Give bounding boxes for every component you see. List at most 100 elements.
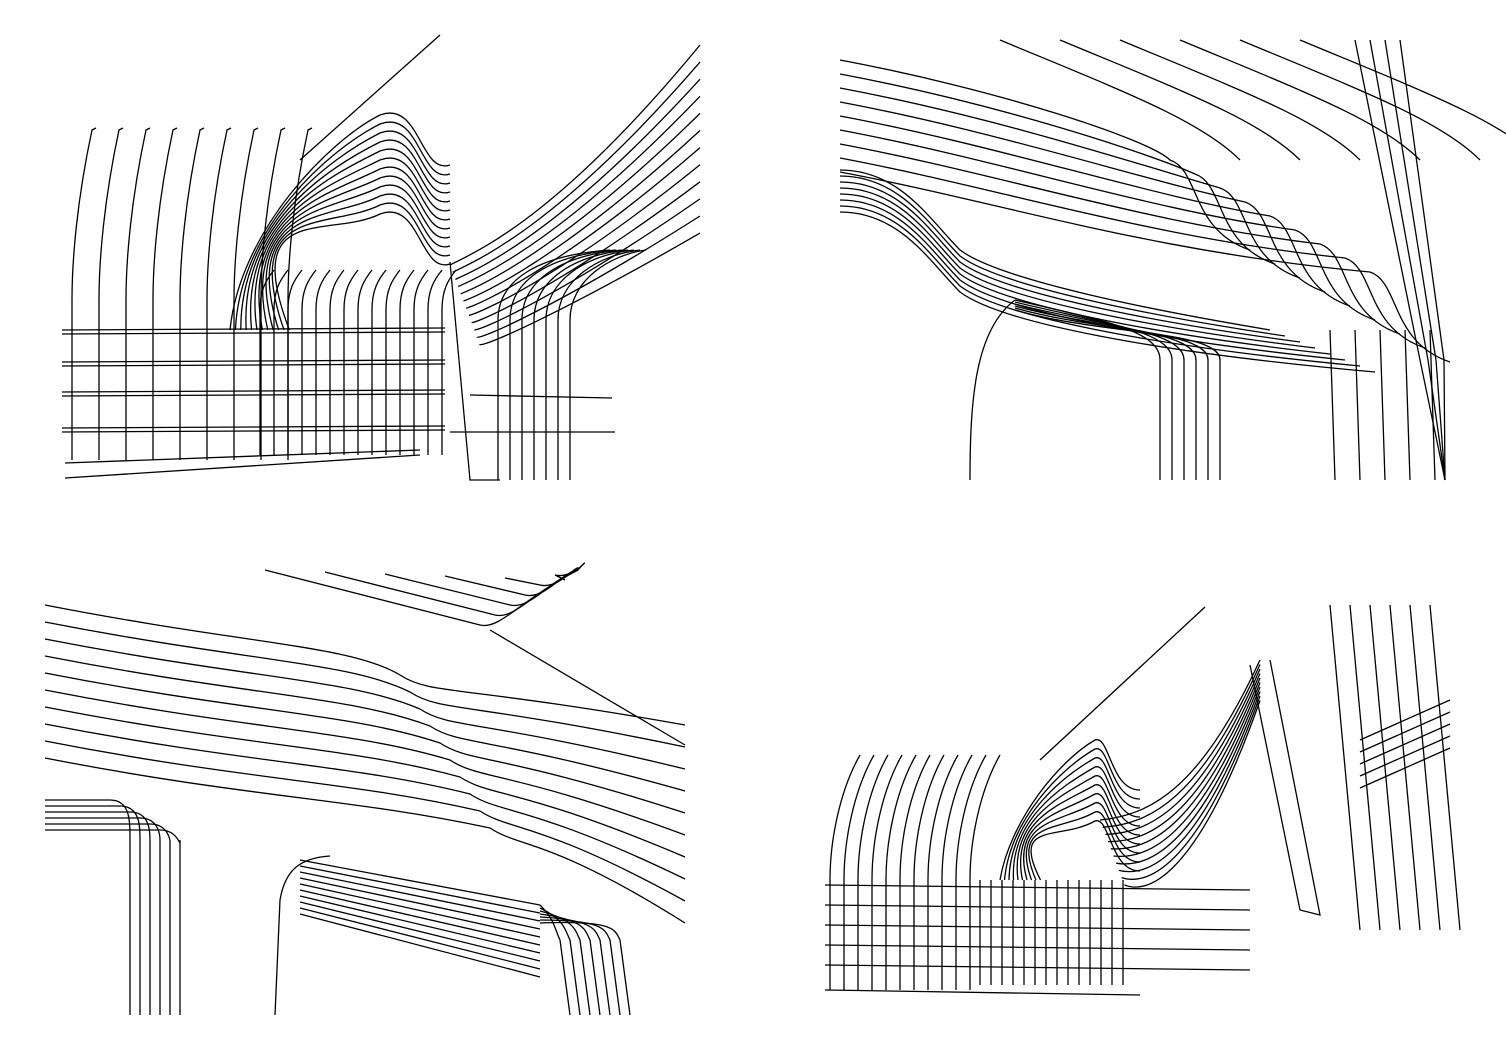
ceiling-slat	[44, 740, 686, 902]
ceiling-slat	[254, 157, 451, 331]
shelf	[824, 964, 1251, 971]
wall-fin	[857, 754, 889, 990]
ceiling-slat	[299, 859, 541, 906]
ceiling-slat	[1359, 723, 1451, 765]
column-slat	[45, 811, 151, 1015]
ceiling-slat	[1030, 820, 1141, 881]
wall-fin	[260, 127, 286, 460]
ceiling-slat	[299, 901, 541, 962]
column-slat	[497, 249, 611, 480]
shelf	[61, 327, 446, 331]
ceiling-slat	[44, 672, 686, 814]
ceiling-slat	[299, 913, 541, 978]
shelf	[61, 359, 446, 363]
tall-fin	[1399, 39, 1445, 361]
upper-slat	[554, 562, 585, 581]
ceiling-slat	[1359, 711, 1451, 753]
ceiling-slat	[839, 211, 1376, 373]
column-edge	[449, 261, 500, 481]
ceiling-slat	[1359, 747, 1451, 789]
ceiling-slat	[44, 689, 686, 836]
column-slat	[569, 249, 647, 480]
ceiling-slat	[299, 907, 541, 970]
arch-line	[274, 855, 331, 1016]
wall-fin	[343, 269, 359, 455]
ceiling-slat	[299, 871, 541, 922]
column-slat	[539, 919, 621, 1016]
wall-fin	[71, 127, 97, 460]
ceiling-slat	[455, 78, 701, 280]
ceiling-slat	[44, 723, 686, 880]
ceiling-slat	[839, 199, 1346, 361]
ceiling-slat	[1020, 784, 1141, 881]
panel-ceiling-slats-low-view	[44, 562, 686, 1016]
wall-fin	[287, 127, 313, 460]
ceiling-slat	[839, 87, 1301, 279]
ceiling-slat	[839, 143, 1401, 335]
ceiling-slat	[839, 115, 1351, 307]
column-slat	[1329, 329, 1336, 481]
column-slat	[1404, 329, 1411, 481]
ceiling-slat	[839, 129, 1376, 321]
ceiling-slat	[1113, 682, 1261, 858]
ceiling-slat	[1116, 686, 1261, 865]
panel-overall-perspective	[824, 604, 1461, 996]
column-slat	[539, 904, 571, 1016]
tall-fin	[1349, 604, 1381, 931]
shelf	[61, 389, 446, 393]
shelf	[61, 425, 446, 429]
shelf	[824, 944, 1251, 951]
ceiling-slat	[274, 211, 451, 331]
ceiling-slat	[299, 889, 541, 946]
roof-edge-line	[489, 629, 686, 746]
tall-fin	[1409, 604, 1441, 931]
shelf	[61, 393, 446, 397]
ceiling-slat	[245, 139, 451, 331]
wall-fin	[913, 754, 945, 990]
ceiling-slat	[1124, 700, 1261, 888]
wall-fin	[941, 754, 973, 990]
column-slat	[1014, 309, 1221, 480]
wall-fin	[427, 269, 443, 455]
ceiling-slat	[261, 175, 451, 331]
column-slat	[539, 916, 611, 1016]
ceiling-slat	[229, 112, 451, 331]
ceiling-slat	[1025, 802, 1141, 881]
ceiling-slat	[1121, 695, 1261, 880]
wall-fin	[179, 127, 205, 460]
shelf	[824, 884, 1251, 891]
wall-fin	[259, 269, 275, 455]
ceiling-slat	[268, 193, 451, 331]
tall-fin	[1354, 39, 1421, 361]
tall-fin	[1369, 39, 1429, 361]
ceiling-slat	[44, 757, 686, 924]
ceiling-slat	[299, 895, 541, 954]
wall-fin	[969, 754, 1001, 990]
column-slat	[45, 817, 161, 1015]
ceiling-slat	[258, 166, 451, 331]
ceiling-slat	[839, 157, 1426, 349]
column-slat	[1354, 329, 1361, 481]
ceiling-slat	[265, 184, 451, 331]
column-slat	[539, 913, 601, 1016]
ceiling-slat	[1118, 691, 1261, 873]
ceiling-slat	[1028, 811, 1141, 881]
wall-fin	[899, 754, 931, 990]
wall-fin	[125, 127, 151, 460]
panel-perspective-shelving-wall	[61, 34, 701, 481]
wall-fin	[357, 269, 373, 455]
ceiling-slat	[479, 232, 701, 346]
ceiling-slat	[1059, 39, 1301, 161]
ceiling-slat	[1008, 757, 1141, 881]
ceiling-slat	[299, 877, 541, 930]
column-slat	[1429, 329, 1436, 481]
shelf	[824, 904, 1251, 911]
ceiling-slat	[1099, 659, 1261, 821]
ceiling-slat	[1012, 766, 1141, 881]
ceiling-slat	[44, 604, 686, 726]
roof-edge-line	[1039, 606, 1206, 761]
ceiling-slat	[839, 171, 1451, 363]
ceiling-slat	[839, 73, 1276, 265]
wall-fin	[829, 754, 861, 990]
